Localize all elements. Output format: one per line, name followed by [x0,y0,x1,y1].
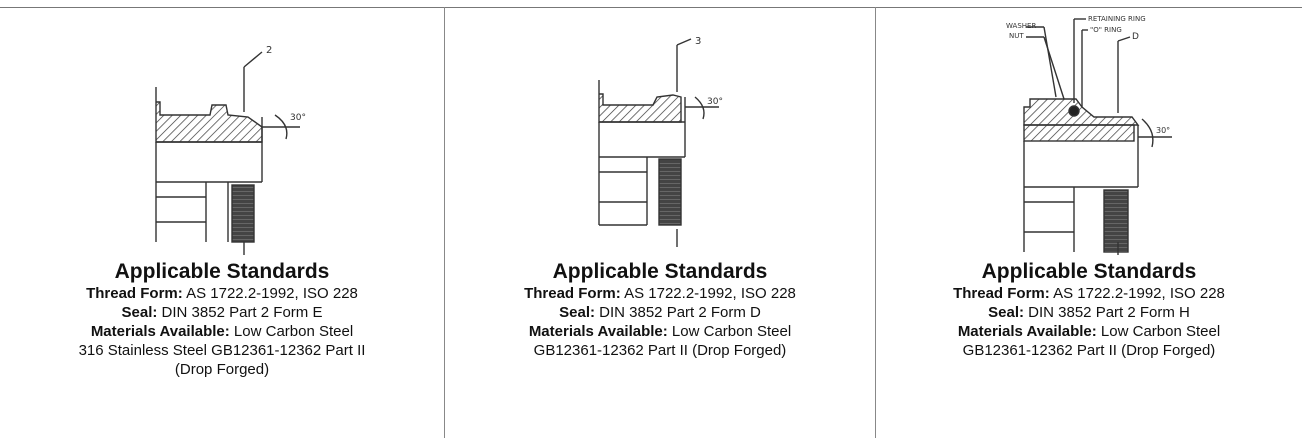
column-divider [875,7,876,438]
caption-line: Thread Form: AS 1722.2-1992, ISO 228 [86,285,358,302]
fitting-outline [155,51,300,255]
column-divider [444,7,445,438]
caption-line: Seal: DIN 3852 Part 2 Form H [988,304,1190,321]
fitting-outline [1023,18,1172,255]
dimension-callout: 2 [266,45,272,56]
caption-line: Seal: DIN 3852 Part 2 Form D [559,304,761,321]
dimension-callout: 3 [695,36,701,47]
column-form-h: WASHER NUT RETAINING RING "O" RING D 30°… [876,7,1302,438]
washer-callout: WASHER [1006,22,1036,30]
caption-form-d: Applicable Standards Thread Form: AS 172… [445,260,875,360]
caption-line: Materials Available: Low Carbon Steel [957,323,1221,340]
standards-table: 2 30° Applicable Standards Thread Form: … [0,7,1302,438]
dimension-callout: D [1132,32,1139,42]
angle-callout: 30° [290,113,306,123]
fitting-drawing-form-d: 3 30° [598,36,723,247]
column-form-d: 3 30° Applicable Standards Thread Form: … [445,7,875,438]
fitting-drawing-form-e: 2 30° [155,45,306,255]
caption-heading: Applicable Standards [552,260,768,283]
caption-line: Materials Available: Low Carbon Steel [90,323,354,340]
caption-form-e: Applicable Standards Thread Form: AS 172… [0,260,444,379]
angle-callout: 30° [707,97,723,107]
o-ring-callout: "O" RING [1090,26,1122,34]
caption-line: Materials Available: Low Carbon Steel [528,323,792,340]
fitting-outline [598,38,719,247]
table-top-border [0,7,1302,8]
caption-line: GB12361-12362 Part II (Drop Forged) [533,342,787,359]
retaining-ring-callout: RETAINING RING [1088,15,1146,23]
caption-line: Thread Form: AS 1722.2-1992, ISO 228 [524,285,796,302]
caption-line: Seal: DIN 3852 Part 2 Form E [121,304,323,321]
caption-line: GB12361-12362 Part II (Drop Forged) [962,342,1216,359]
caption-heading: Applicable Standards [981,260,1197,283]
nut-callout: NUT [1009,32,1024,40]
angle-callout: 30° [1156,126,1170,135]
caption-line: (Drop Forged) [174,361,270,378]
caption-form-h: Applicable Standards Thread Form: AS 172… [876,260,1302,360]
caption-line: Thread Form: AS 1722.2-1992, ISO 228 [953,285,1225,302]
fitting-drawing-form-h: WASHER NUT RETAINING RING "O" RING D 30° [1006,15,1172,255]
caption-line: 316 Stainless Steel GB12361-12362 Part I… [78,342,366,359]
column-form-e: 2 30° Applicable Standards Thread Form: … [0,7,444,438]
caption-heading: Applicable Standards [114,260,330,283]
